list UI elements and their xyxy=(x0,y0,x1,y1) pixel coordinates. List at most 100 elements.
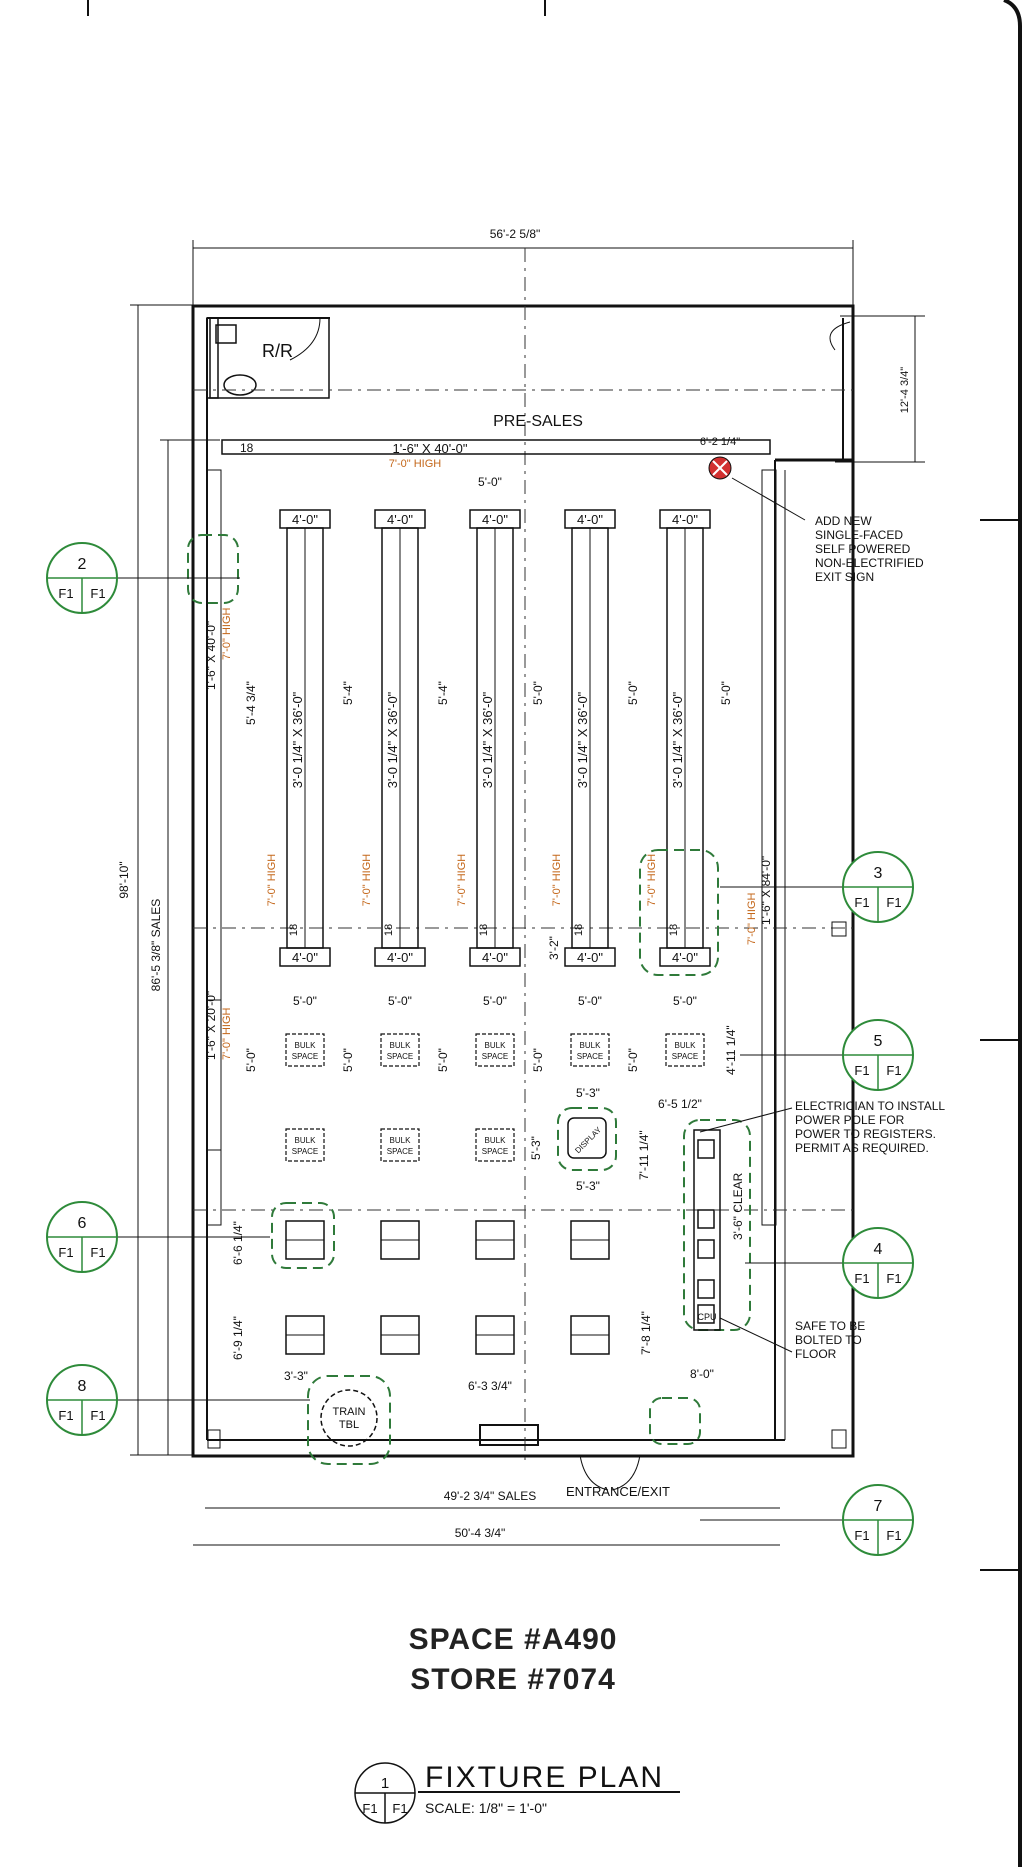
callout-number: 4 xyxy=(874,1241,883,1258)
callout-sheet: F1 xyxy=(854,895,869,910)
callout-number: 3 xyxy=(874,865,883,882)
gondola-count-label: 18 xyxy=(668,924,680,936)
plan-title-sheet-a: F1 xyxy=(362,1801,377,1816)
sales-width-label: 49'-2 3/4" SALES xyxy=(444,1489,537,1503)
bulk-space-fixtures: BULK SPACE BULK SPACE BULK SPACE BULK SPACE BULK… xyxy=(244,1033,705,1355)
table-fixture-8 xyxy=(570,1315,610,1355)
svg-text:6'-6 1/4": 6'-6 1/4" xyxy=(231,1221,245,1265)
svg-text:FLOOR: FLOOR xyxy=(795,1347,837,1361)
aisle-gap-label: 5'-0" xyxy=(293,994,317,1008)
callout-sheet: F1 xyxy=(58,1408,73,1423)
dim-7-8: 7'-8 1/4" xyxy=(639,1311,653,1355)
svg-text:6'-9 1/4": 6'-9 1/4" xyxy=(231,1316,245,1360)
dim-5-3-bottom: 5'-3" xyxy=(576,1179,600,1193)
bulk-label: SPACE xyxy=(292,1147,319,1156)
svg-text:SINGLE-FACED: SINGLE-FACED xyxy=(815,528,903,542)
gondola-2: 4'-0"4'-0"3'-0 1/4" X 36'-0"7'-0" HIGH18… xyxy=(361,509,426,1008)
presales-label: PRE-SALES xyxy=(493,413,583,430)
overall-depth-label: 98'-10" xyxy=(117,861,131,898)
gondola-height-label: 7'-0" HIGH xyxy=(456,854,468,907)
exit-sign-icon xyxy=(708,456,806,521)
train-table-label: TRAIN xyxy=(333,1406,366,1418)
plan-title-text: FIXTURE PLAN xyxy=(425,1761,664,1794)
callout-sheet: F1 xyxy=(886,895,901,910)
bulk-label: SPACE xyxy=(387,1052,414,1061)
gondola-end-label: 4'-0" xyxy=(577,950,603,965)
table-fixture-2 xyxy=(380,1220,420,1260)
gondola-3: 4'-0"4'-0"3'-0 1/4" X 36'-0"7'-0" HIGH18… xyxy=(456,509,521,1008)
gondola-dim-label: 3'-0 1/4" X 36'-0" xyxy=(575,691,590,788)
svg-text:5'-4": 5'-4" xyxy=(341,681,355,705)
svg-text:SELF POWERED: SELF POWERED xyxy=(815,542,911,556)
gondola-count-label: 18 xyxy=(288,924,300,936)
svg-text:BOLTED TO: BOLTED TO xyxy=(795,1333,862,1347)
svg-text:5'-0": 5'-0" xyxy=(719,681,733,705)
plan-title-sheet-b: F1 xyxy=(392,1801,407,1816)
table-fixture-1 xyxy=(285,1220,325,1260)
gondola-fixtures: 4'-0" 4'-0" 3'-0 1/4" X 36'-0" 7'-0" HIGH 18… xyxy=(266,509,711,1008)
bulk-gap-label: 5'-0" xyxy=(626,1048,640,1072)
safe-note: SAFE TO BE BOLTED TO FLOOR xyxy=(795,1319,865,1361)
aisle-gap-top: 5'-0" xyxy=(478,475,502,489)
restroom xyxy=(206,317,330,399)
gondola-4: 4'-0"4'-0"3'-0 1/4" X 36'-0"7'-0" HIGH18… xyxy=(551,509,616,1008)
safe-leader xyxy=(719,1317,793,1353)
gondola-end-label: 4'-0" xyxy=(292,512,318,527)
left-wall-dim: 1'-6" X 40'-0" xyxy=(204,621,218,690)
bulk-label: SPACE xyxy=(577,1052,604,1061)
svg-text:POWER TO REGISTERS.: POWER TO REGISTERS. xyxy=(795,1127,936,1141)
top-wall-height: 7'-0" HIGH xyxy=(389,458,442,470)
gondola-end-label: 4'-0" xyxy=(292,950,318,965)
callout-sheet: F1 xyxy=(90,1245,105,1260)
sales-depth-label: 86'-5 3/8" SALES xyxy=(149,899,163,992)
bulk-label: BULK xyxy=(390,1136,412,1145)
svg-text:5'-4": 5'-4" xyxy=(436,681,450,705)
restroom-label: R/R xyxy=(262,341,293,361)
gondola-height-label: 7'-0" HIGH xyxy=(361,854,373,907)
bulk-label: SPACE xyxy=(292,1052,319,1061)
top-right-dim: 6'-2 1/4" xyxy=(700,436,740,448)
exit-sign-note: ADD NEW SINGLE-FACED SELF POWERED NON-EL… xyxy=(815,514,924,584)
center-small-dim: 3'-2" xyxy=(547,936,561,960)
svg-text:ELECTRICIAN TO INSTALL: ELECTRICIAN TO INSTALL xyxy=(795,1099,945,1113)
cpu-label: CPU xyxy=(697,1312,716,1322)
electrician-leader xyxy=(699,1107,793,1133)
callout-sheet: F1 xyxy=(58,586,73,601)
display-fixture xyxy=(567,1117,607,1159)
gondola-end-label: 4'-0" xyxy=(577,512,603,527)
top-wall-fixture xyxy=(221,439,771,455)
electrician-note: ELECTRICIAN TO INSTALL POWER POLE FOR PO… xyxy=(795,1099,945,1155)
entrance-label: ENTRANCE/EXIT xyxy=(566,1484,670,1499)
svg-text:5'-0": 5'-0" xyxy=(626,681,640,705)
presales-depth-label: 12'-4 3/4" xyxy=(899,367,911,413)
aisle-gap-dims: 5'-4 3/4" 5'-4" 5'-4" 5'-0" 5'-0" 5'-0" xyxy=(244,681,733,725)
table-fixture-7 xyxy=(475,1315,515,1355)
dim-5-3-top: 5'-3" xyxy=(576,1086,600,1100)
gondola-height-label: 7'-0" HIGH xyxy=(551,854,563,907)
bulk-label: BULK xyxy=(295,1041,317,1050)
detail-bubbles xyxy=(187,534,751,1465)
lower-dims: 6'-6 1/4" 6'-9 1/4" 3'-3" 6'-3 3/4" xyxy=(231,1221,512,1393)
bottom-width-label: 50'-4 3/4" xyxy=(455,1526,506,1540)
callout-number: 8 xyxy=(78,1378,87,1395)
gondola-end-label: 4'-0" xyxy=(482,950,508,965)
svg-text:3'-3": 3'-3" xyxy=(284,1369,308,1383)
bulk-space-4: BULK SPACE xyxy=(570,1033,610,1067)
bulk-space-1: BULK SPACE xyxy=(285,1033,325,1067)
callout-sheet: F1 xyxy=(886,1063,901,1078)
plan-title-num: 1 xyxy=(381,1775,389,1792)
aisle-gap-label: 5'-0" xyxy=(578,994,602,1008)
bulk-label: BULK xyxy=(390,1041,412,1050)
bulk-label: BULK xyxy=(485,1136,507,1145)
bulk-label: BULK xyxy=(580,1041,602,1050)
dim-5-3-left: 5'-3" xyxy=(529,1136,543,1160)
bulk-label: BULK xyxy=(675,1041,697,1050)
svg-text:5'-4 3/4": 5'-4 3/4" xyxy=(244,681,258,725)
gondola-5: 4'-0"4'-0"3'-0 1/4" X 36'-0"7'-0" HIGH18… xyxy=(646,509,711,1008)
bulk-label: SPACE xyxy=(672,1052,699,1061)
